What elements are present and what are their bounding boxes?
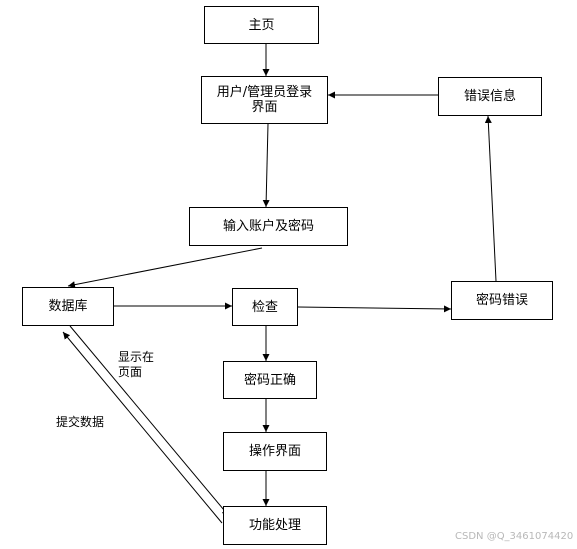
edge-input-database xyxy=(67,247,263,289)
label-submit: 提交数据 xyxy=(56,415,105,429)
node-input: 输入账户及密码 xyxy=(189,207,348,246)
node-wrong-password: 密码错误 xyxy=(451,281,553,320)
node-check: 检查 xyxy=(232,288,298,326)
edge-check-wrong xyxy=(297,305,452,313)
label-display-line1: 显示在 xyxy=(118,350,155,364)
node-correct-password: 密码正确 xyxy=(223,361,317,399)
edge-wrong-error xyxy=(484,115,497,282)
node-function: 功能处理 xyxy=(223,506,327,545)
node-login: 用户/管理员登录 界面 xyxy=(201,76,328,124)
node-operate: 操作界面 xyxy=(223,432,327,471)
edge-login-input xyxy=(262,123,270,208)
edge-function-database xyxy=(62,331,223,524)
watermark: CSDN @Q_3461074420 xyxy=(455,531,574,542)
node-database: 数据库 xyxy=(22,287,114,326)
label-display-line2: 页面 xyxy=(118,365,143,379)
node-error-info: 错误信息 xyxy=(438,77,542,116)
node-home: 主页 xyxy=(204,6,319,44)
edge-database-function xyxy=(69,325,230,517)
